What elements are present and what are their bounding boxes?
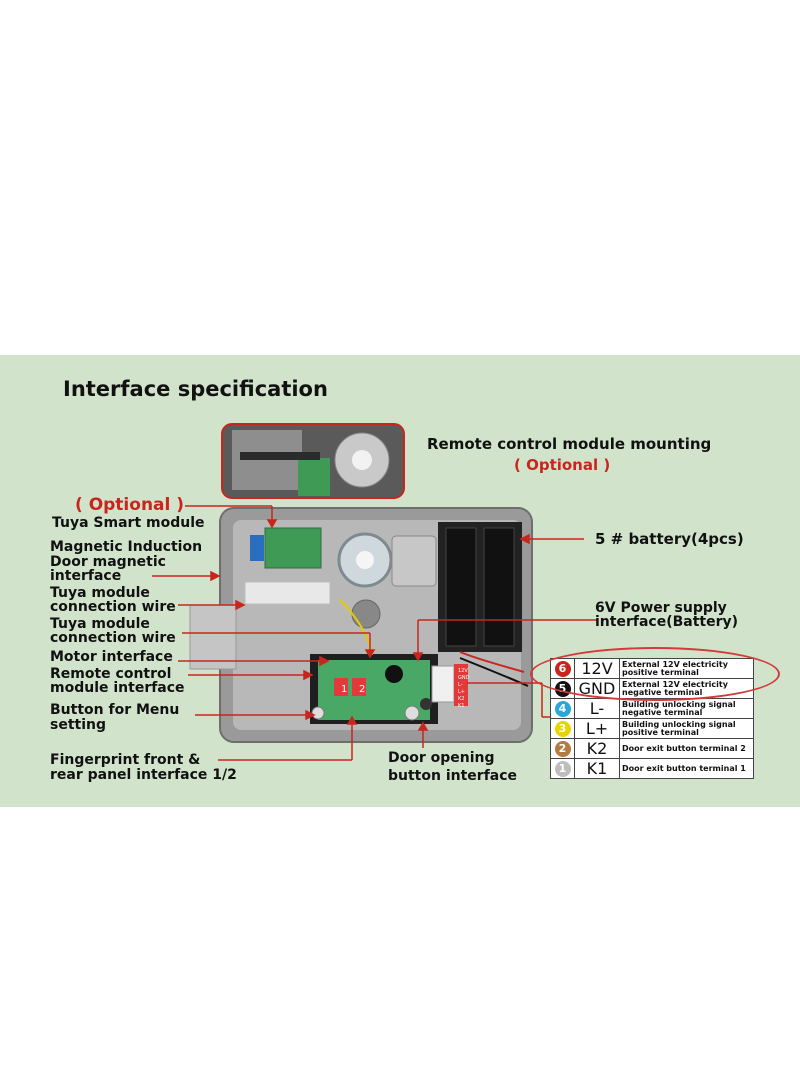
pin-number-badge: 4 bbox=[554, 700, 571, 717]
tuya-wire-a-label-1: Tuya module bbox=[50, 585, 150, 601]
door-button-label-2: button interface bbox=[388, 768, 518, 784]
tuya-wire-b-label-1: Tuya module bbox=[50, 616, 150, 632]
pin-number-cell: 2 bbox=[550, 738, 575, 759]
remote-module-optional: ( Optional ) bbox=[514, 456, 611, 474]
tuya-smart-optional: ( Optional ) bbox=[75, 495, 185, 515]
power-supply-label-2: interface(Battery) bbox=[595, 614, 739, 630]
page-title: Interface specification bbox=[63, 377, 328, 401]
pin-description-line-2: negative terminal bbox=[622, 707, 703, 717]
terminal-l-minus: L- bbox=[458, 682, 463, 688]
pin-description-line-2: positive terminal bbox=[622, 727, 699, 737]
port2-label: 2 bbox=[359, 684, 365, 695]
pin-code-cell: K1 bbox=[574, 758, 620, 779]
pin-code-cell: L+ bbox=[574, 718, 620, 739]
pin-number-badge: 1 bbox=[554, 760, 571, 777]
remote-module-photo bbox=[221, 423, 405, 499]
pin-number-cell: 4 bbox=[550, 698, 575, 719]
pin-description-cell: Door exit button terminal 1 bbox=[619, 758, 754, 779]
pin-number-cell: 1 bbox=[550, 758, 575, 779]
pin-description-line-1: Building unlocking signal bbox=[622, 699, 736, 709]
tuya-wire-a-label-2: connection wire bbox=[50, 599, 176, 615]
pin-number-badge: 3 bbox=[554, 720, 571, 737]
motor-interface-label: Motor interface bbox=[50, 649, 173, 665]
remote-interface-label-1: Remote control bbox=[50, 666, 172, 682]
magnetic-label-1: Magnetic Induction bbox=[50, 539, 203, 555]
fingerprint-label-1: Fingerprint front & bbox=[50, 752, 201, 768]
menu-button-label-1: Button for Menu bbox=[50, 702, 180, 718]
pin-description-line-1: Door exit button terminal 1 bbox=[622, 763, 746, 773]
annotation-arrows bbox=[152, 505, 598, 761]
battery-label: 5 # battery(4pcs) bbox=[595, 530, 744, 548]
fingerprint-label-2: rear panel interface 1/2 bbox=[50, 767, 237, 783]
magnetic-label-2: Door magnetic bbox=[50, 554, 166, 570]
pin-description-cell: Door exit button terminal 2 bbox=[619, 738, 754, 759]
magnetic-label-3: interface bbox=[50, 568, 122, 584]
pin-description-line-1: Door exit button terminal 2 bbox=[622, 743, 746, 753]
pin-number-cell: 3 bbox=[550, 718, 575, 739]
highlight-ellipse bbox=[530, 647, 780, 701]
terminal-k1: K1 bbox=[458, 703, 464, 709]
pin-code-cell: L- bbox=[574, 698, 620, 719]
pin-number-badge: 2 bbox=[554, 740, 571, 757]
terminal-k2: K2 bbox=[458, 696, 464, 702]
menu-button-label-2: setting bbox=[50, 717, 106, 733]
lock-body: 1 2 12V GND L- L+ K2 K1 bbox=[189, 507, 533, 743]
port1-label: 1 bbox=[341, 684, 347, 695]
terminal-gnd: GND bbox=[458, 675, 470, 681]
power-supply-label-1: 6V Power supply bbox=[595, 600, 727, 616]
door-button-label-1: Door opening bbox=[388, 750, 495, 766]
pin-code-cell: K2 bbox=[574, 738, 620, 759]
terminal-l-plus: L+ bbox=[458, 689, 465, 695]
remote-interface-label-2: module interface bbox=[50, 680, 185, 696]
tuya-wire-b-label-2: connection wire bbox=[50, 630, 176, 646]
remote-module-label: Remote control module mounting bbox=[427, 435, 712, 453]
tuya-smart-label: Tuya Smart module bbox=[52, 515, 205, 531]
terminal-12v: 12V bbox=[458, 668, 468, 674]
pin-description-line-1: Building unlocking signal bbox=[622, 719, 736, 729]
